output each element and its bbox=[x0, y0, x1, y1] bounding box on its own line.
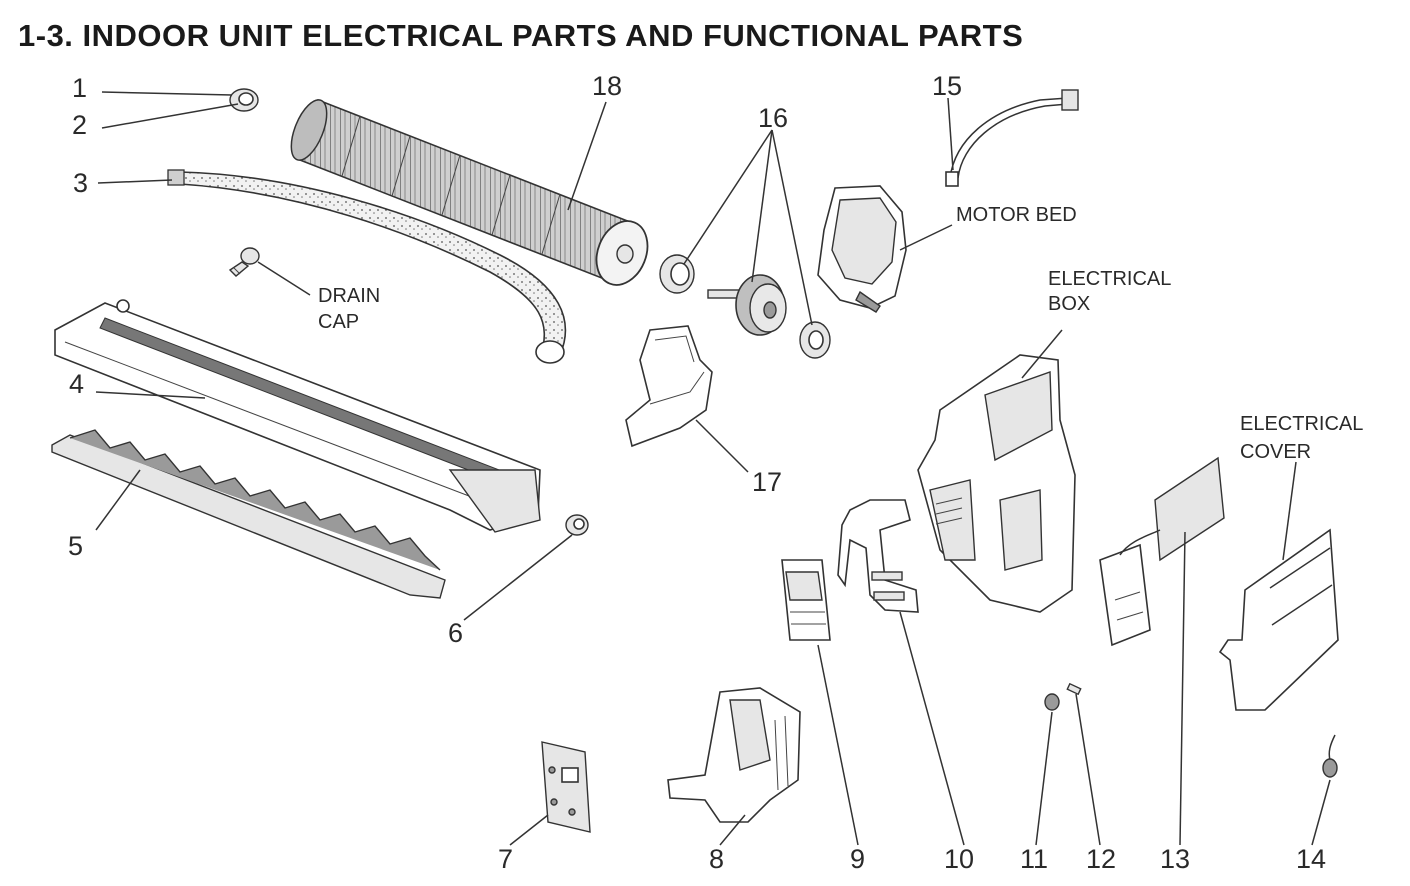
label-electrical-cover-line1: ELECTRICAL bbox=[1240, 413, 1363, 435]
part-electrical-cover bbox=[1218, 528, 1339, 711]
leader-15 bbox=[947, 97, 954, 171]
leader-6 bbox=[463, 534, 573, 621]
part-bearing-left bbox=[659, 254, 695, 294]
part-12 bbox=[1066, 682, 1082, 696]
leader-11 bbox=[1035, 711, 1053, 846]
part-number-13: 13 bbox=[1160, 844, 1190, 874]
leader-7 bbox=[509, 814, 549, 846]
part-display-pcb-7 bbox=[541, 741, 591, 833]
part-number-8: 8 bbox=[709, 844, 724, 874]
part-fan-motor bbox=[707, 274, 787, 336]
part-number-11: 11 bbox=[1020, 844, 1048, 874]
part-motor-bed bbox=[817, 185, 907, 313]
leader-16c bbox=[771, 129, 813, 326]
part-number-12: 12 bbox=[1086, 844, 1116, 874]
leader-9 bbox=[817, 644, 859, 846]
part-lead-wire bbox=[945, 89, 1079, 187]
leader-electrical-cover bbox=[1282, 461, 1297, 561]
label-electrical-cover-line2: COVER bbox=[1240, 441, 1311, 463]
leader-drain-cap bbox=[257, 261, 311, 296]
leader-2 bbox=[101, 103, 239, 129]
part-bracket-10 bbox=[837, 499, 919, 613]
leader-16b bbox=[751, 129, 773, 283]
label-drain-cap-line1: DRAIN bbox=[318, 285, 380, 307]
label-motor-bed: MOTOR BED bbox=[956, 204, 1077, 226]
part-terminal-8 bbox=[667, 687, 801, 823]
part-number-1: 1 bbox=[72, 73, 87, 103]
label-drain-cap-line2: CAP bbox=[318, 311, 359, 333]
part-number-2: 2 bbox=[72, 110, 87, 140]
leader-motor-bed bbox=[899, 224, 953, 251]
leader-5 bbox=[95, 469, 141, 531]
leader-12 bbox=[1075, 693, 1101, 846]
part-number-18: 18 bbox=[592, 71, 622, 101]
part-number-15: 15 bbox=[932, 71, 962, 101]
part-cross-flow-fan bbox=[290, 98, 649, 286]
component-labels: DRAIN CAP MOTOR BED ELECTRICAL BOX ELECT… bbox=[318, 204, 1363, 463]
part-pcb-13 bbox=[1099, 456, 1225, 647]
part-number-3: 3 bbox=[73, 168, 88, 198]
leader-1 bbox=[101, 91, 233, 96]
leader-16a bbox=[683, 129, 773, 265]
part-number-6: 6 bbox=[448, 618, 463, 648]
part-bearing-right bbox=[799, 321, 831, 359]
part-number-9: 9 bbox=[850, 844, 865, 874]
leader-10 bbox=[899, 611, 965, 846]
leader-electrical-box bbox=[1021, 329, 1063, 379]
part-knob bbox=[565, 514, 589, 536]
leader-13 bbox=[1179, 531, 1186, 846]
part-drain-hose bbox=[167, 169, 567, 364]
diagram-title: 1-3. INDOOR UNIT ELECTRICAL PARTS AND FU… bbox=[18, 18, 1024, 53]
part-number-10: 10 bbox=[944, 844, 974, 874]
part-drain-pan bbox=[54, 299, 541, 533]
leader-lines bbox=[95, 91, 1331, 846]
part-electrical-box bbox=[917, 354, 1076, 613]
part-motor-clamp bbox=[625, 325, 713, 448]
label-electrical-box-line1: ELECTRICAL bbox=[1048, 268, 1171, 290]
label-electrical-box-line2: BOX bbox=[1048, 293, 1090, 315]
part-number-16: 16 bbox=[758, 103, 788, 133]
leader-4 bbox=[95, 391, 206, 399]
leader-18 bbox=[567, 101, 607, 211]
leader-14 bbox=[1311, 779, 1331, 846]
part-number-labels: 1 2 3 4 5 6 7 8 9 10 11 12 13 14 15 16 1… bbox=[68, 71, 1326, 874]
part-number-5: 5 bbox=[68, 531, 83, 561]
part-cap-1-2 bbox=[229, 88, 259, 112]
part-drain-cap bbox=[228, 247, 260, 277]
part-thermistor bbox=[1322, 734, 1338, 778]
leader-8 bbox=[719, 814, 746, 846]
part-number-14: 14 bbox=[1296, 844, 1326, 874]
leader-3 bbox=[97, 179, 173, 184]
part-board-9 bbox=[781, 559, 831, 641]
part-number-17: 17 bbox=[752, 467, 782, 497]
part-11 bbox=[1044, 693, 1060, 711]
leader-17 bbox=[695, 419, 749, 473]
part-number-7: 7 bbox=[498, 844, 513, 874]
part-number-4: 4 bbox=[69, 369, 84, 399]
part-louver bbox=[51, 429, 446, 599]
